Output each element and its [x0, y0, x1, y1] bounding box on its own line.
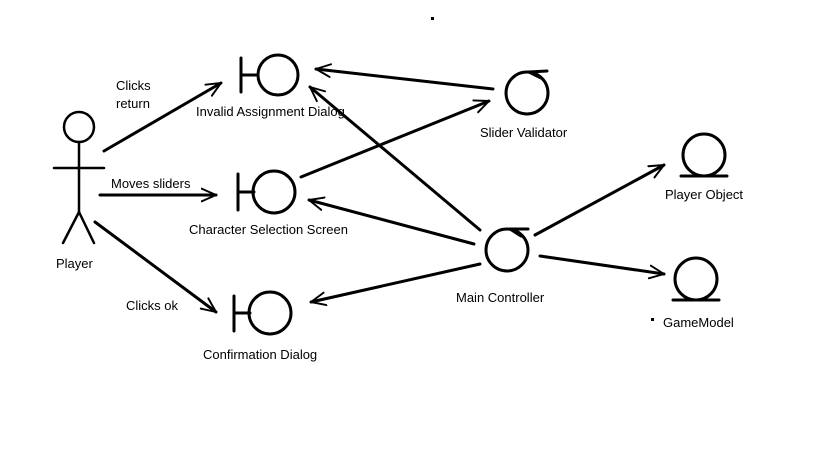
clicks-return-label-line2: return — [116, 96, 150, 111]
main-controller-label: Main Controller — [456, 290, 545, 305]
slider-validator-control-arrow — [527, 69, 549, 80]
arrow-player-to-confirmation-dialog — [93, 220, 218, 314]
player-label: Player — [56, 256, 94, 271]
character-selection-screen-label: Character Selection Screen — [189, 222, 348, 237]
slider-validator-control-circle — [504, 70, 550, 116]
invalid-assignment-dialog-boundary — [239, 53, 300, 97]
confirmation-dialog-label: Confirmation Dialog — [203, 347, 317, 362]
arrow-player-to-invalid-dialog — [102, 81, 223, 153]
moves-sliders-label: Moves sliders — [111, 176, 191, 191]
confirmation-dialog-boundary — [232, 290, 293, 336]
stray-dot-gamemodel — [651, 318, 654, 321]
player-actor — [52, 110, 106, 245]
gamemodel-entity — [671, 256, 721, 302]
arrow-character-screen-to-slider-validator — [299, 99, 491, 179]
clicks-return-label-line1: Clicks — [116, 78, 151, 93]
stray-dot-top — [431, 17, 434, 20]
arrow-slider-validator-to-invalid-dialog — [314, 69, 495, 91]
gamemodel-label: GameModel — [663, 315, 734, 330]
invalid-assignment-dialog-boundary-circle — [256, 53, 300, 97]
character-selection-screen-boundary-circle — [251, 169, 297, 215]
player-actor-head — [62, 110, 96, 144]
gamemodel-entity-circle — [673, 256, 719, 302]
player-object-entity-circle — [681, 132, 727, 178]
clicks-ok-label: Clicks ok — [126, 298, 179, 313]
player-object-label: Player Object — [665, 187, 743, 202]
main-controller-control-circle — [484, 227, 530, 273]
slider-validator-label: Slider Validator — [480, 125, 568, 140]
main-controller-control-arrow — [508, 227, 530, 238]
confirmation-dialog-boundary-circle — [247, 290, 293, 336]
slider-validator-control — [504, 69, 550, 116]
main-controller-control — [484, 227, 530, 273]
player-object-entity — [679, 132, 729, 178]
arrow-main-controller-to-confirmation-dialog — [309, 262, 482, 302]
player-actor-left-leg — [61, 210, 81, 245]
arrow-main-controller-to-gamemodel — [538, 254, 666, 274]
arrow-main-controller-to-player-object — [533, 163, 666, 237]
arrow-main-controller-to-character-screen — [307, 200, 476, 246]
invalid-assignment-dialog-label: Invalid Assignment Dialog — [196, 104, 345, 119]
arrow-main-controller-to-invalid-dialog — [308, 85, 482, 232]
player-actor-right-leg — [77, 210, 96, 245]
character-selection-screen-boundary — [236, 169, 297, 215]
